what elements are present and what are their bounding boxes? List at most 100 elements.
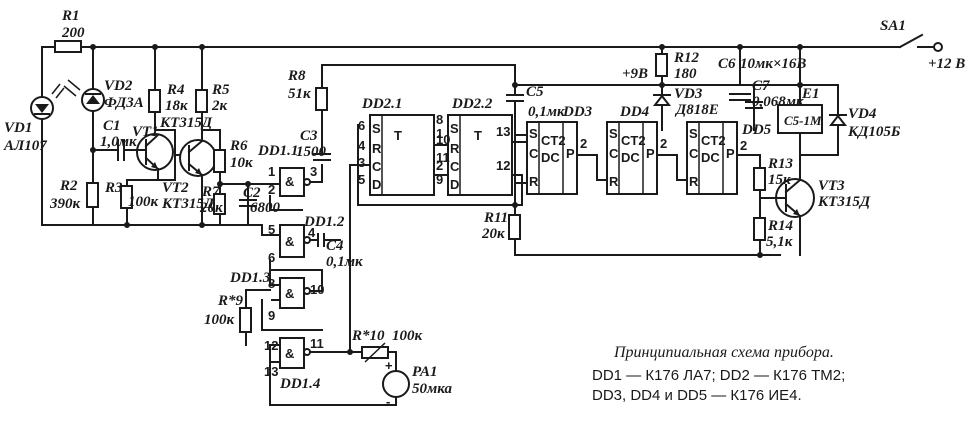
c4-value: 0,1мк bbox=[326, 254, 363, 270]
r1-ref: R1 bbox=[61, 8, 80, 24]
junction-dots bbox=[90, 44, 803, 355]
dd5-pin2: 2 bbox=[740, 138, 747, 153]
dd13-amp: & bbox=[285, 286, 294, 301]
dd12-pin4: 4 bbox=[308, 225, 316, 240]
dd11-label: DD1.1 bbox=[257, 143, 298, 159]
dd4-dc: DC bbox=[621, 150, 640, 165]
c3-ref: C3 bbox=[300, 128, 318, 144]
vt2-value: КТ315Д bbox=[161, 196, 215, 212]
pa1-neg: - bbox=[386, 394, 390, 409]
r3-ref: R3 bbox=[104, 180, 123, 196]
r5-value: 2к bbox=[211, 98, 228, 114]
dd5-c: C bbox=[689, 146, 699, 161]
r3-value: 100к bbox=[128, 194, 159, 210]
dd21-pin6: 6 bbox=[358, 118, 365, 133]
r13-value: 15к bbox=[768, 172, 791, 188]
dd13-label: DD1.3 bbox=[229, 270, 271, 286]
dd4-label: DD4 bbox=[619, 104, 650, 120]
dd22-s: S bbox=[450, 121, 459, 136]
r8-value: 51к bbox=[288, 86, 311, 102]
r1-resistor bbox=[54, 40, 82, 53]
dd14-label: DD1.4 bbox=[279, 376, 321, 392]
dd22-pin8: 8 bbox=[436, 112, 443, 127]
c5-value: 0,1мк bbox=[528, 104, 565, 120]
e1-value: С5-1М bbox=[784, 113, 822, 128]
vd2-value: ФД3А bbox=[104, 95, 144, 111]
dd11-amp: & bbox=[285, 174, 294, 189]
r6-resistor bbox=[213, 149, 226, 173]
r5-resistor bbox=[195, 89, 208, 113]
c1-ref: C1 bbox=[103, 118, 121, 134]
dd21-pin1: 1 bbox=[436, 126, 443, 141]
dd12-pin5: 5 bbox=[268, 222, 275, 237]
dd22-r: R bbox=[450, 141, 460, 156]
pa1-ref: PA1 bbox=[412, 364, 438, 380]
dd4-r: R bbox=[609, 174, 619, 189]
plus9-label: +9В bbox=[622, 66, 648, 82]
dd5-r: R bbox=[689, 174, 699, 189]
dd22-label: DD2.2 bbox=[451, 96, 493, 112]
vd2-photodiode bbox=[63, 79, 105, 112]
dd22-c: C bbox=[450, 159, 460, 174]
dd3-dc: DC bbox=[541, 150, 560, 165]
c6-value: 10мк×16В bbox=[740, 56, 806, 72]
dd3-pin2: 2 bbox=[580, 136, 587, 151]
dd5-ct: CT2 bbox=[701, 133, 726, 148]
dd3-counter bbox=[526, 121, 578, 195]
vd3-ref: VD3 bbox=[674, 86, 703, 102]
dd11-pin1: 1 bbox=[268, 164, 275, 179]
r3-resistor bbox=[120, 185, 133, 209]
plus12-label: +12 В bbox=[928, 56, 965, 72]
c1-value: 1,0мк bbox=[100, 134, 137, 150]
dd21-pin4: 4 bbox=[358, 138, 366, 153]
caption-line1: DD1 — К176 ЛА7; DD2 — К176 ТМ2; bbox=[592, 367, 845, 384]
caption-line2: DD3, DD4 и DD5 — К176 ИЕ4. bbox=[592, 387, 802, 404]
dd21-pin5: 5 bbox=[358, 172, 365, 187]
vt1-value: КТ315Д bbox=[159, 115, 213, 131]
dd4-p: P bbox=[646, 146, 655, 161]
dd5-dc: DC bbox=[701, 150, 720, 165]
r13-resistor bbox=[753, 167, 766, 191]
dd5-counter bbox=[686, 121, 738, 195]
dd4-counter bbox=[606, 121, 658, 195]
r2-value: 390к bbox=[49, 196, 81, 212]
dd22-pin11: 11 bbox=[436, 150, 450, 165]
r7-resistor bbox=[213, 193, 226, 215]
c4-ref: C4 bbox=[326, 238, 344, 254]
r14-ref: R14 bbox=[767, 218, 794, 234]
vt3-value: КТ315Д bbox=[817, 194, 871, 210]
pa1-value: 50мка bbox=[412, 381, 453, 397]
dd3-label: DD3 bbox=[562, 104, 593, 120]
vt2-transistor bbox=[179, 139, 217, 177]
vd2-ref: VD2 bbox=[104, 78, 133, 94]
r14-value: 5,1к bbox=[766, 234, 793, 250]
r10-ref: R*10 bbox=[351, 328, 385, 344]
top-power-rail bbox=[41, 33, 943, 52]
r11-resistor bbox=[508, 214, 521, 240]
vd4-ref: VD4 bbox=[848, 106, 877, 122]
dd5-label: DD5 bbox=[741, 122, 772, 138]
dd22-d: D bbox=[450, 177, 459, 192]
e1-ref: E1 bbox=[801, 86, 820, 102]
c2-value: 6800 bbox=[250, 200, 281, 216]
dd21-t: T bbox=[394, 128, 402, 143]
r4-resistor bbox=[148, 89, 161, 113]
r9-value: 100к bbox=[204, 312, 235, 328]
r9-resistor bbox=[239, 307, 252, 333]
vd1-value: АЛ107 bbox=[3, 138, 47, 154]
dd13-pin9: 9 bbox=[268, 308, 275, 323]
dd21-r: R bbox=[372, 141, 382, 156]
vt3-ref: VT3 bbox=[818, 178, 845, 194]
dd11-pin2: 2 bbox=[268, 182, 275, 197]
dd4-s: S bbox=[609, 126, 618, 141]
sa1-label: SA1 bbox=[880, 18, 906, 34]
dd3-r: R bbox=[529, 174, 539, 189]
dd22-pin9: 9 bbox=[436, 172, 443, 187]
r1-value: 200 bbox=[61, 25, 85, 41]
r14-resistor bbox=[753, 217, 766, 241]
dd3-ct: CT2 bbox=[541, 133, 566, 148]
dd4-c: C bbox=[609, 146, 619, 161]
r8-resistor bbox=[315, 87, 328, 111]
vt1-ref: VT1 bbox=[132, 124, 159, 140]
r12-value: 180 bbox=[674, 66, 697, 82]
